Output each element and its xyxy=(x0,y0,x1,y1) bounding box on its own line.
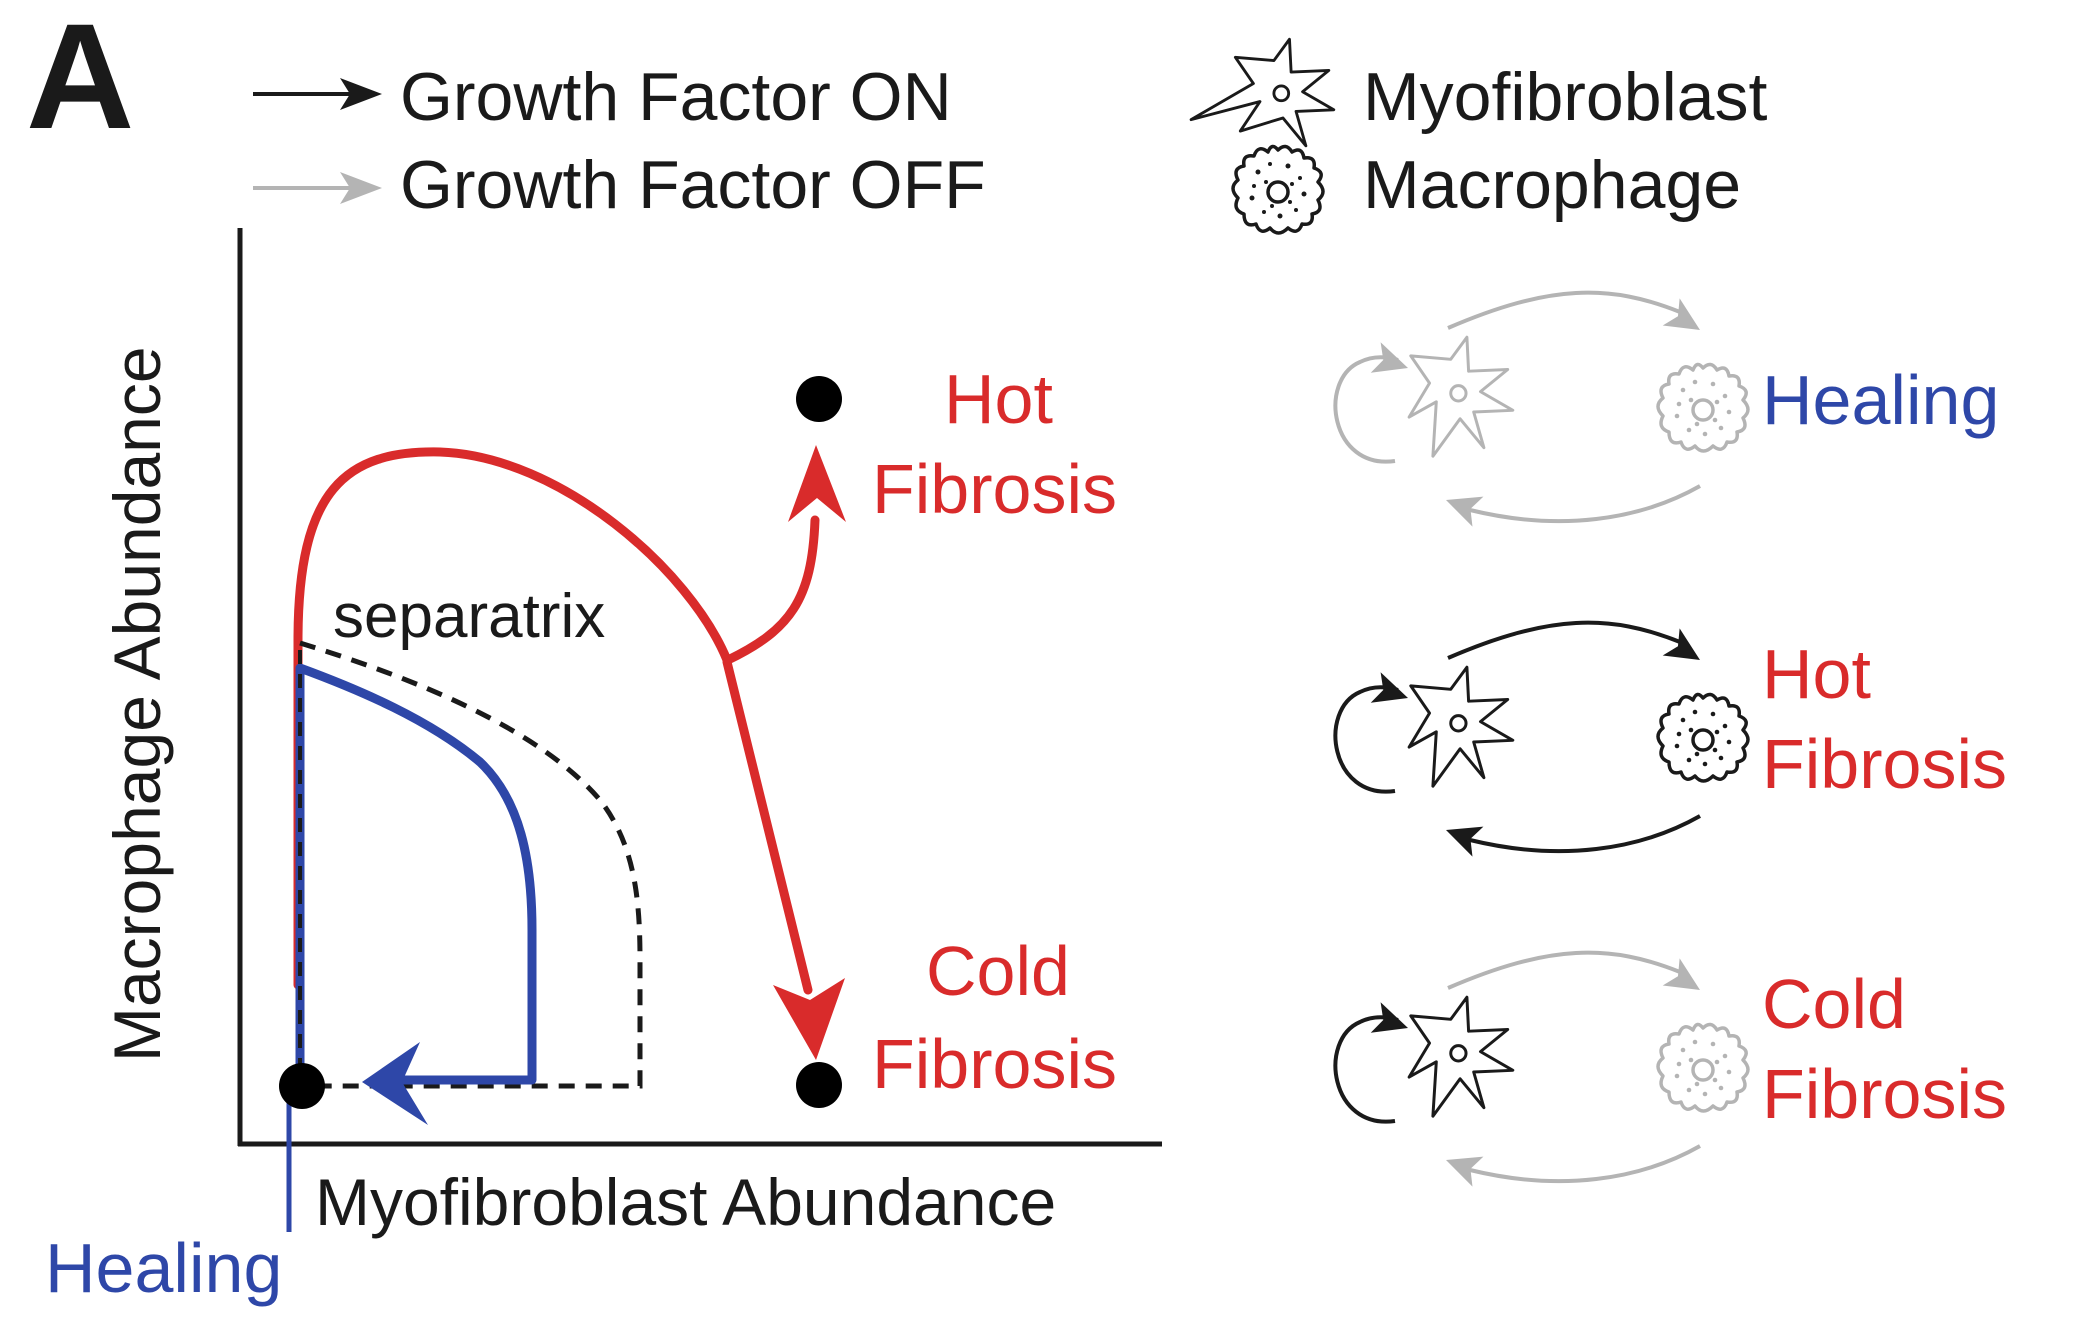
self-loop-arrow xyxy=(1333,1015,1399,1124)
forward-arrowhead-icon xyxy=(1662,298,1700,330)
forward-arrow xyxy=(1447,950,1681,990)
red-trajectory-arc xyxy=(293,447,732,990)
self-loop-arrow xyxy=(1333,685,1399,794)
back-arrow xyxy=(1469,1144,1701,1184)
healing-label: Healing xyxy=(45,1229,282,1307)
circuit-hot-label-line2: Fibrosis xyxy=(1762,725,2007,803)
myofibroblast-star-icon xyxy=(1189,37,1336,148)
separatrix-curve xyxy=(299,640,643,1089)
hot-arrowhead-icon xyxy=(788,445,846,522)
legend-on-arrow-icon xyxy=(253,78,382,110)
forward-arrowhead-icon xyxy=(1662,628,1700,660)
self-loop-arrowhead-icon xyxy=(1370,342,1408,373)
macrophage-round-icon xyxy=(1656,692,1750,783)
legend-on-label: Growth Factor ON xyxy=(400,59,952,135)
self-loop-arrow xyxy=(1333,355,1399,464)
circuit-cold-label-line2: Fibrosis xyxy=(1762,1055,2007,1133)
back-arrowhead-icon xyxy=(1446,826,1484,857)
panel-letter: A xyxy=(26,0,134,160)
macrophage-round-icon xyxy=(1656,1022,1750,1113)
legend-myofibroblast-label: Myofibroblast xyxy=(1363,59,1767,135)
back-arrow xyxy=(1469,484,1701,524)
blue-arrowhead-icon xyxy=(362,1042,428,1125)
hot-fibrosis-label-line2: Fibrosis xyxy=(872,450,1117,528)
macrophage-round-icon xyxy=(1656,362,1750,453)
separatrix-label: separatrix xyxy=(333,582,605,651)
back-arrow xyxy=(1469,814,1701,854)
cold-arrowhead-icon xyxy=(773,978,845,1060)
forward-arrow xyxy=(1447,290,1681,330)
red-trajectory-cold xyxy=(722,657,813,995)
legend-off-label: Growth Factor OFF xyxy=(400,147,986,223)
back-arrowhead-icon xyxy=(1446,496,1484,527)
phase-plane: Macrophage Abundance Myofibroblast Abund… xyxy=(45,228,1162,1307)
circuit-cold-label-line1: Cold xyxy=(1762,965,1906,1043)
hot-fibrosis-fixed-point xyxy=(796,376,842,422)
self-loop-arrowhead-icon xyxy=(1370,1002,1408,1033)
cold-fibrosis-label-line2: Fibrosis xyxy=(872,1025,1117,1103)
cold-fibrosis-label-line1: Cold xyxy=(926,932,1070,1010)
macrophage-round-icon xyxy=(1231,144,1325,235)
blue-trajectory xyxy=(295,663,537,1086)
myofibroblast-star-icon xyxy=(1407,335,1515,458)
circuit-healing: Healing xyxy=(1333,290,1999,527)
back-arrowhead-icon xyxy=(1446,1156,1484,1187)
myofibroblast-star-icon xyxy=(1407,995,1515,1118)
myofibroblast-star-icon xyxy=(1407,665,1515,788)
healing-fixed-point xyxy=(279,1063,325,1109)
forward-arrow xyxy=(1447,620,1681,660)
hot-fibrosis-label-line1: Hot xyxy=(944,360,1053,438)
self-loop-arrowhead-icon xyxy=(1370,672,1408,703)
y-axis-label: Macrophage Abundance xyxy=(100,346,174,1062)
circuit-healing-label-line1: Healing xyxy=(1762,361,1999,439)
x-axis-label: Myofibroblast Abundance xyxy=(315,1165,1056,1239)
cold-fibrosis-fixed-point xyxy=(796,1062,842,1108)
legend-macrophage-label: Macrophage xyxy=(1363,147,1741,223)
circuit-hot-label-line1: Hot xyxy=(1762,635,1871,713)
legend: Growth Factor ON Growth Factor OFF Myofi… xyxy=(253,37,1767,235)
forward-arrowhead-icon xyxy=(1662,958,1700,990)
legend-off-arrow-icon xyxy=(253,172,382,204)
red-trajectory-hot xyxy=(723,515,820,665)
